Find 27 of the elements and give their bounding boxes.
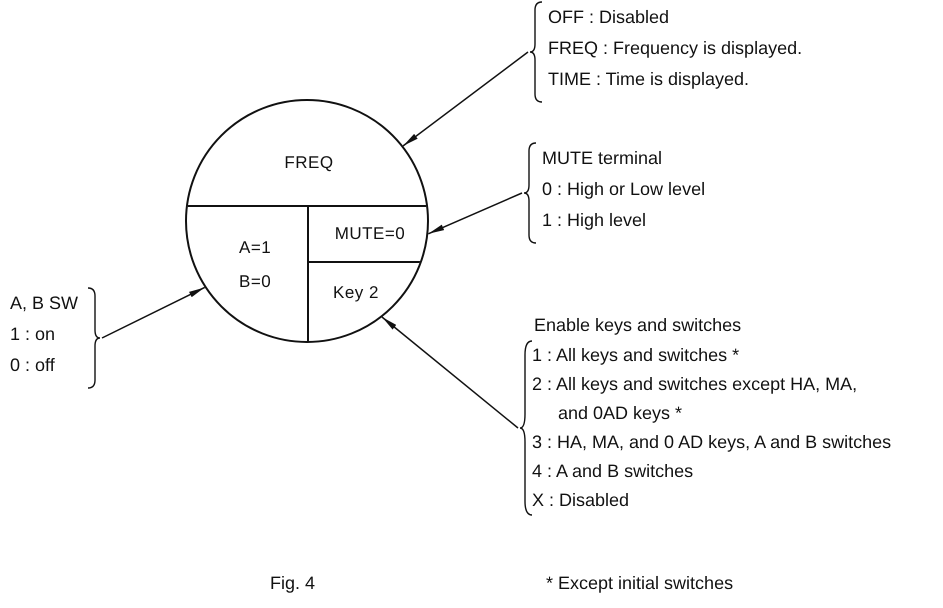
arrow bbox=[102, 286, 206, 339]
segment-label: Key 2 bbox=[333, 282, 379, 304]
segment-label: B=0 bbox=[239, 271, 272, 293]
callout-text: 3 : HA, MA, and 0 AD keys, A and B switches bbox=[532, 431, 892, 454]
callout-text: MUTE terminal bbox=[542, 147, 664, 170]
callout-text: OFF : Disabled bbox=[548, 6, 670, 29]
callout-text: A, B SW bbox=[10, 292, 78, 315]
status-circle bbox=[185, 99, 429, 343]
figure-caption: Fig. 4 bbox=[270, 572, 316, 595]
callout-text: 2 : All keys and switches except HA, MA, and 0AD keys * bbox=[532, 373, 858, 425]
callout-text: 0 : off bbox=[10, 354, 56, 377]
callout-text: 1 : High level bbox=[542, 209, 648, 232]
arrow bbox=[402, 51, 528, 146]
callout-text: 0 : High or Low level bbox=[542, 178, 706, 201]
callout-text: X : Disabled bbox=[532, 489, 630, 512]
callout-text: 1 : on bbox=[10, 323, 56, 346]
callout-text: FREQ : Frequency is displayed. bbox=[548, 37, 802, 60]
callout-text: TIME : Time is displayed. bbox=[548, 68, 750, 91]
footnote: * Except initial switches bbox=[546, 572, 734, 595]
callout-heading: Enable keys and switches bbox=[533, 314, 742, 337]
segment-label: FREQ bbox=[284, 152, 334, 174]
arrow bbox=[428, 192, 522, 234]
callout-text: 4 : A and B switches bbox=[532, 460, 694, 483]
segment-label: MUTE=0 bbox=[334, 223, 406, 245]
callout-text: 1 : All keys and switches * bbox=[532, 344, 740, 367]
arrow bbox=[382, 316, 518, 429]
segment-label: A=1 bbox=[239, 237, 272, 259]
